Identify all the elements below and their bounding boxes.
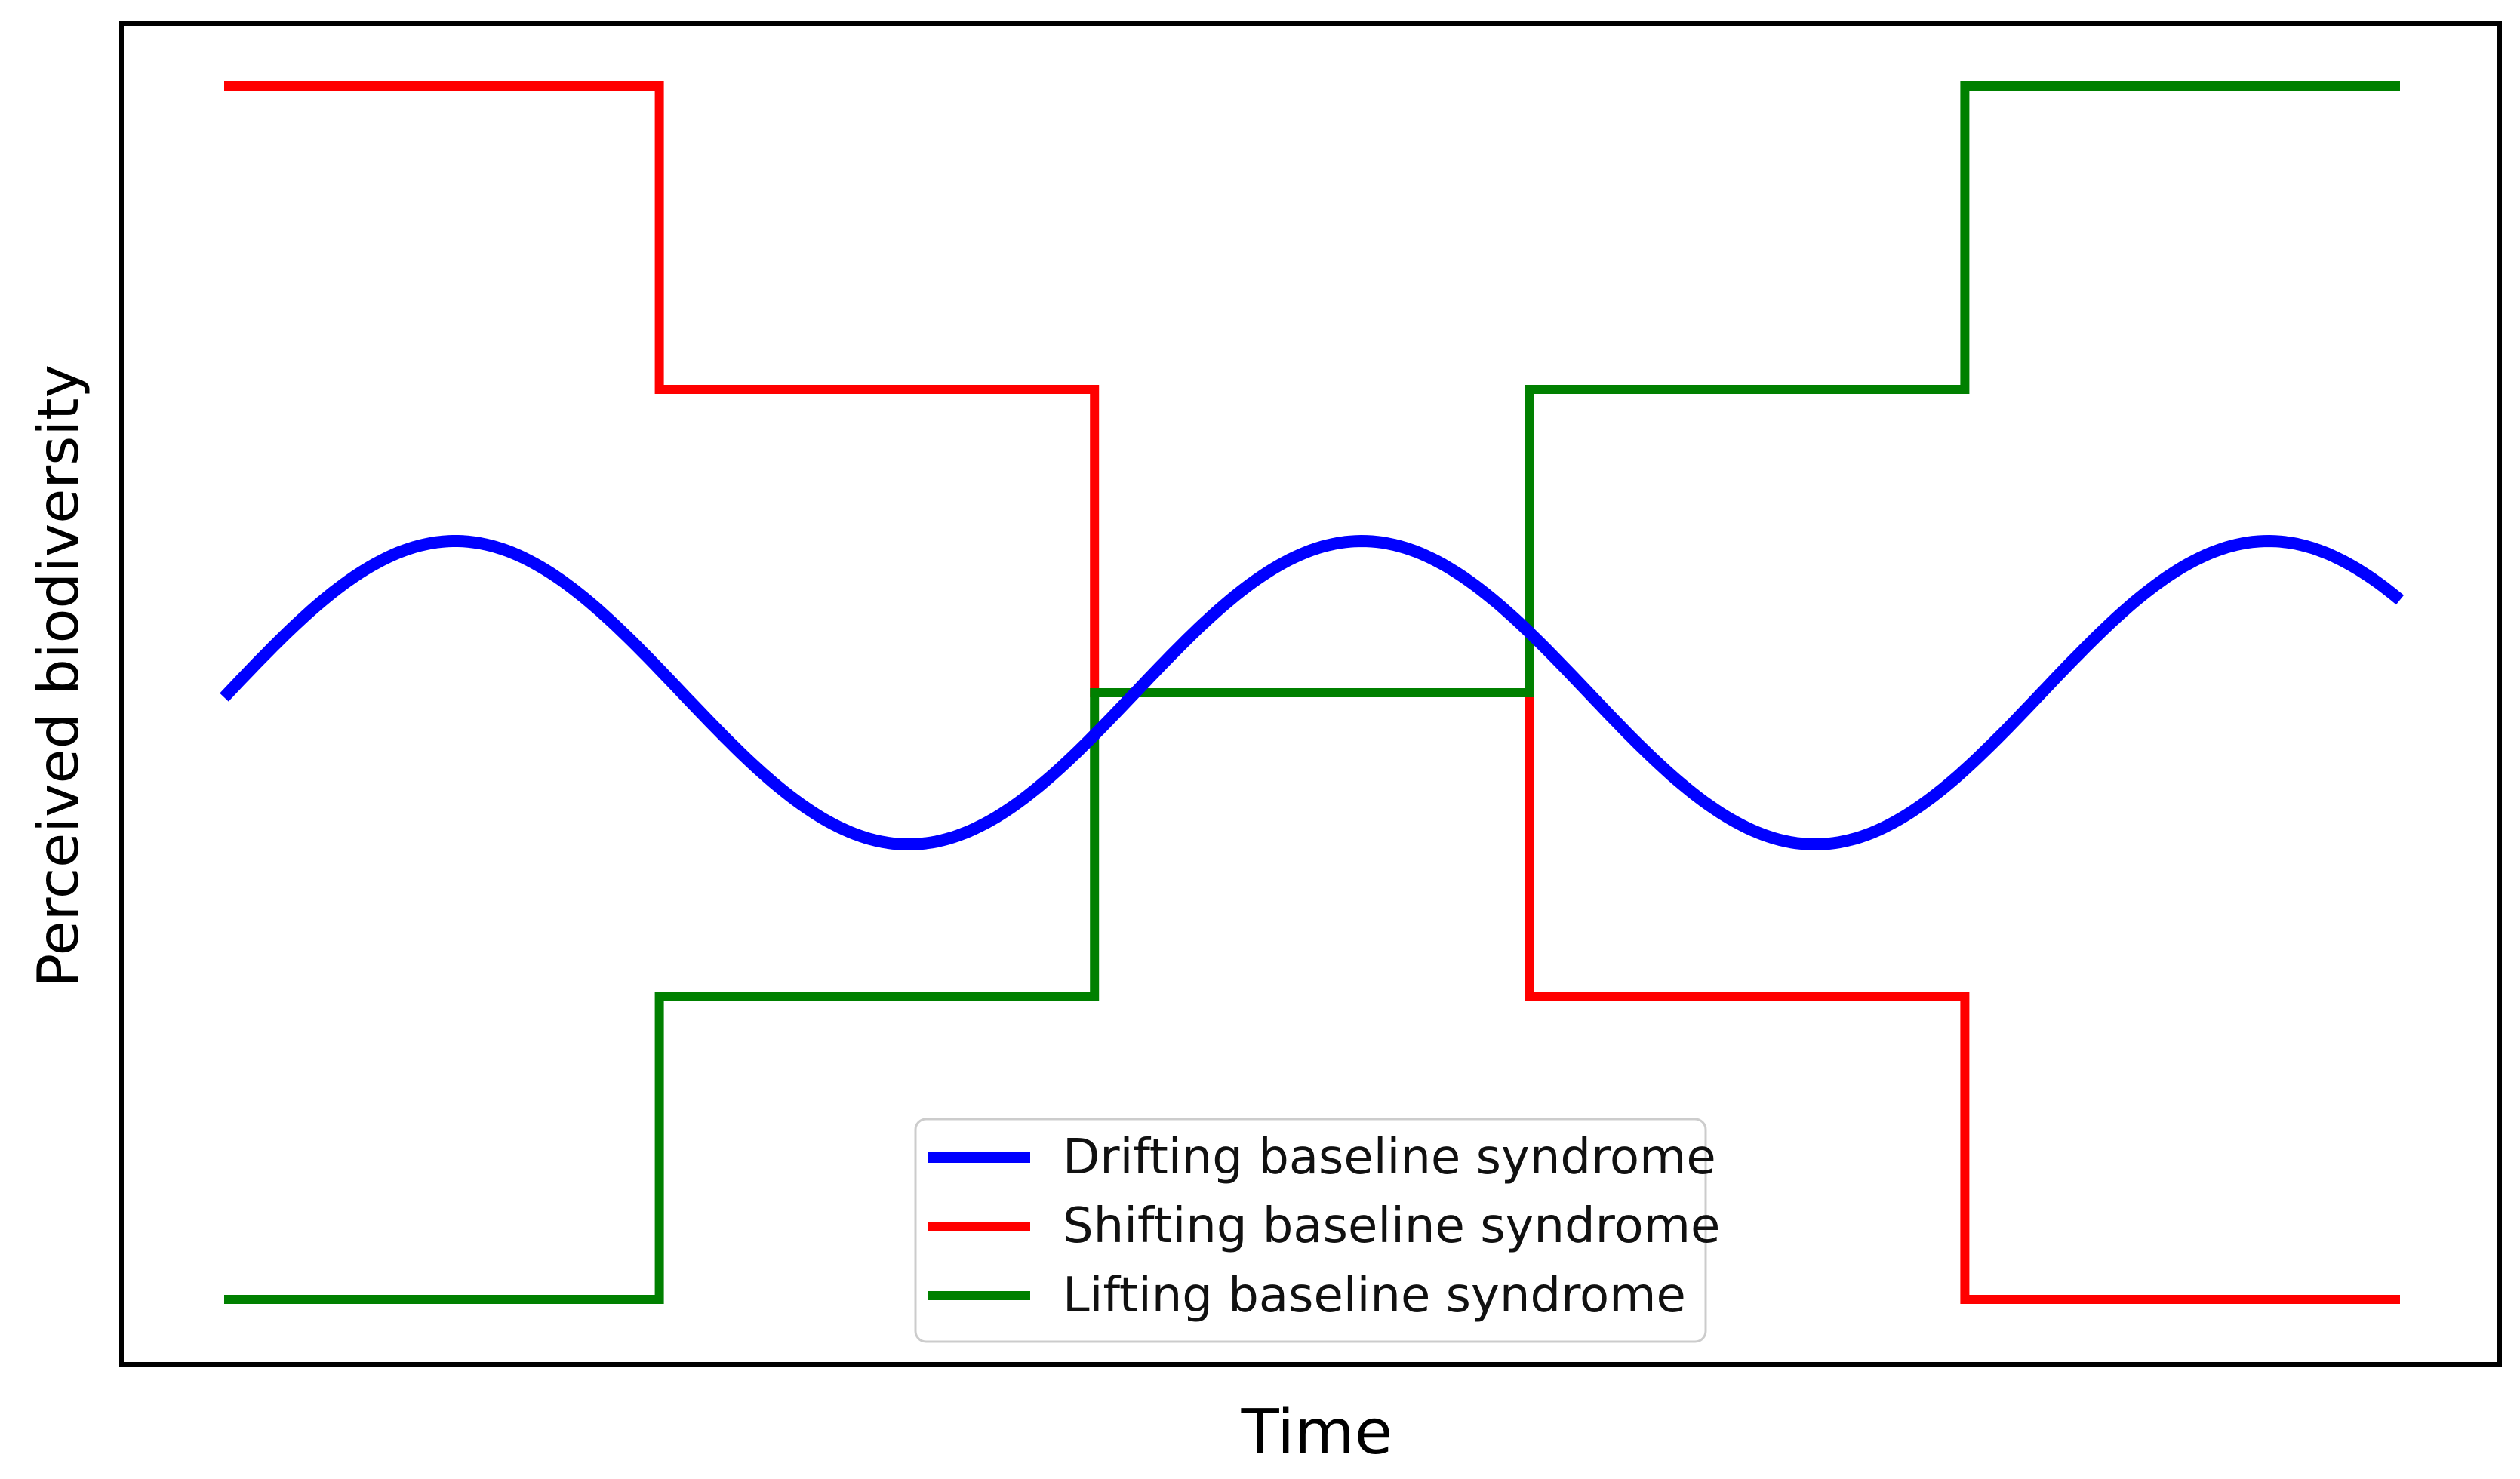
chart-legend: Drifting baseline syndrome Shifting base… xyxy=(914,1118,1720,1343)
drifting-baseline-line xyxy=(220,535,2405,850)
legend-label-drifting: Drifting baseline syndrome xyxy=(1063,1130,1716,1185)
y-axis-label: Perceived biodiversity xyxy=(25,364,91,988)
legend-label-shifting: Shifting baseline syndrome xyxy=(1063,1198,1720,1254)
lifting-baseline-line xyxy=(224,81,2400,1304)
plot-border xyxy=(119,21,2502,1367)
x-axis-label: Time xyxy=(1241,1397,1393,1468)
legend-box xyxy=(914,1118,1707,1343)
legend-label-lifting: Lifting baseline syndrome xyxy=(1063,1268,1686,1324)
